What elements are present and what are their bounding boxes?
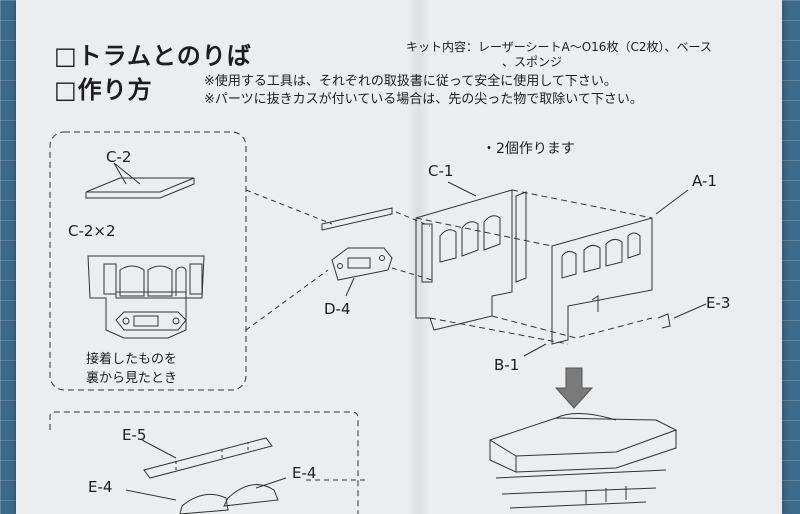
d4-plate-part [331,247,393,281]
label-e3: E-3 [706,294,731,312]
label-d4: D-4 [324,300,351,318]
label-e4-right: E-4 [292,464,317,482]
e4-part-right [223,484,279,507]
label-b1: B-1 [494,356,520,374]
label-e4-left: E-4 [88,478,113,496]
c1-wall-part [415,189,513,331]
label-c2x2: C-2×2 [68,222,116,240]
label-a1: A-1 [692,172,717,190]
kit-contents: キット内容：レーザーシートA〜O16枚（C2枚）、ベース [406,40,712,54]
roof-assembly [488,417,678,457]
back-note-2: 裏から見たとき [86,371,178,386]
detail-inset-box [49,131,247,391]
instruction-sheet: □トラムとのりば □作り方 キット内容：レーザーシートA〜O16枚（C2枚）、ベ… [16,0,782,514]
back-view-panel [87,255,205,339]
a1-wall-part [551,217,653,345]
label-c1: C-1 [428,162,454,180]
parts-note: ※パーツに抜きカスが付いている場合は、先の尖った物で取除いて下さい。 [204,92,643,107]
page-title: □トラムとのりば [54,42,252,70]
label-c2: C-2 [106,148,132,166]
kit-contents-cont: 、スポンジ [502,55,563,69]
make-two-note: ・2個作ります [482,141,575,157]
back-note-1: 接着したものを [86,352,178,367]
paper-fold [408,0,430,514]
section-title: □作り方 [54,76,153,104]
label-e5: E-5 [122,426,147,444]
roof-detail-box [49,411,359,514]
c2-strip-part [321,207,393,231]
safety-note: ※使用する工具は、それぞれの取扱書に従って安全に使用して下さい。 [204,74,617,89]
e5-roof-part [143,437,273,479]
down-arrow-icon [554,367,594,409]
assembly-diagram [49,131,707,514]
